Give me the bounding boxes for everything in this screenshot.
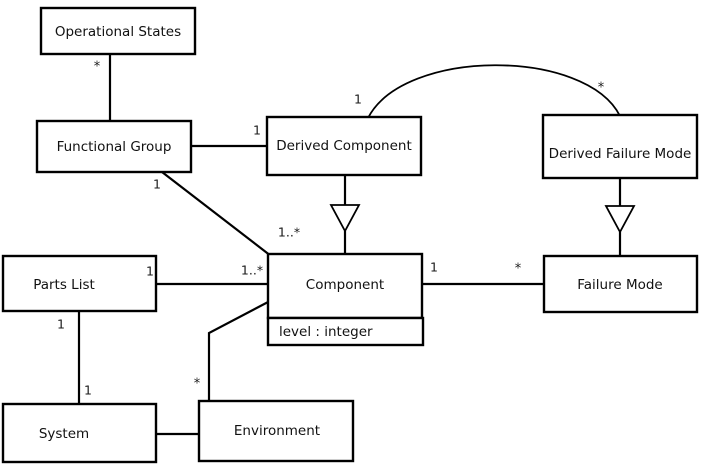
multiplicity-label-system-top: 1 (84, 383, 92, 398)
class-box-operational-states[interactable]: Operational States (39, 6, 197, 56)
class-box-derived-component[interactable]: Derived Component (265, 115, 423, 177)
multiplicity-label-arc-left: 1 (354, 92, 362, 107)
connector-functional-group-component[interactable] (161, 171, 272, 257)
class-name-functional-group: Functional Group (57, 139, 172, 155)
class-box-system[interactable]: System (1, 402, 158, 464)
class-box-derived-failure-mode[interactable]: Derived Failure Mode (541, 113, 699, 180)
class-box-failure-mode[interactable]: Failure Mode (542, 254, 699, 314)
generalization-triangle-icon-failure-mode (604, 205, 636, 234)
class-name-derived-component: Derived Component (276, 138, 412, 154)
class-box-rect-derived-failure-mode (541, 113, 699, 180)
class-name-environment: Environment (234, 423, 320, 439)
multiplicity-label-component-right: 1 (430, 260, 438, 275)
class-name-parts-list: Parts List (33, 277, 95, 293)
connector-derived-component-derived-failure-mode[interactable] (367, 64, 621, 119)
class-box-component[interactable]: Component level : integer (266, 252, 425, 347)
class-box-rect-parts-list (1, 254, 158, 313)
class-box-environment[interactable]: Environment (197, 399, 355, 463)
class-box-rect-environment (197, 399, 355, 463)
class-box-functional-group[interactable]: Functional Group (35, 119, 193, 174)
multiplicity-label-derived-component-left: 1 (253, 123, 261, 138)
class-box-rect-component-name (266, 252, 424, 320)
class-attribute-component-level: level : integer (279, 324, 373, 340)
class-box-rect-component-attributes (266, 316, 425, 347)
multiplicity-label-parts-list-right: 1 (146, 264, 154, 279)
multiplicity-label-component-left: 1..* (241, 263, 263, 278)
class-name-operational-states: Operational States (55, 24, 181, 40)
connector-environment-component[interactable] (207, 300, 271, 402)
class-box-rect-operational-states (39, 6, 197, 56)
class-box-rect-system (1, 402, 158, 464)
class-box-rect-failure-mode (542, 254, 699, 314)
class-box-rect-functional-group (35, 119, 193, 174)
multiplicity-label-arc-right: * (598, 81, 605, 96)
class-name-derived-failure-mode: Derived Failure Mode (549, 146, 692, 162)
generalization-triangle-icon-component (329, 204, 361, 233)
multiplicity-label-component-topleft: 1..* (278, 225, 300, 240)
multiplicity-layer: * 1 1 1..* 1 * 1 1..* 1 * 1 1 * (57, 60, 605, 398)
multiplicity-label-environment-top: * (194, 377, 201, 392)
class-name-failure-mode: Failure Mode (577, 277, 663, 293)
multiplicity-label-functional-group-bottom: 1 (153, 177, 161, 192)
class-name-system: System (39, 426, 89, 442)
class-name-component: Component (306, 277, 384, 293)
class-box-parts-list[interactable]: Parts List (1, 254, 158, 313)
multiplicity-label-parts-list-bottom: 1 (57, 317, 65, 332)
class-box-rect-derived-component (265, 115, 423, 177)
connector-layer (77, 53, 636, 436)
multiplicity-label-operational-states: * (94, 60, 101, 75)
multiplicity-label-failure-mode-left: * (515, 262, 522, 277)
